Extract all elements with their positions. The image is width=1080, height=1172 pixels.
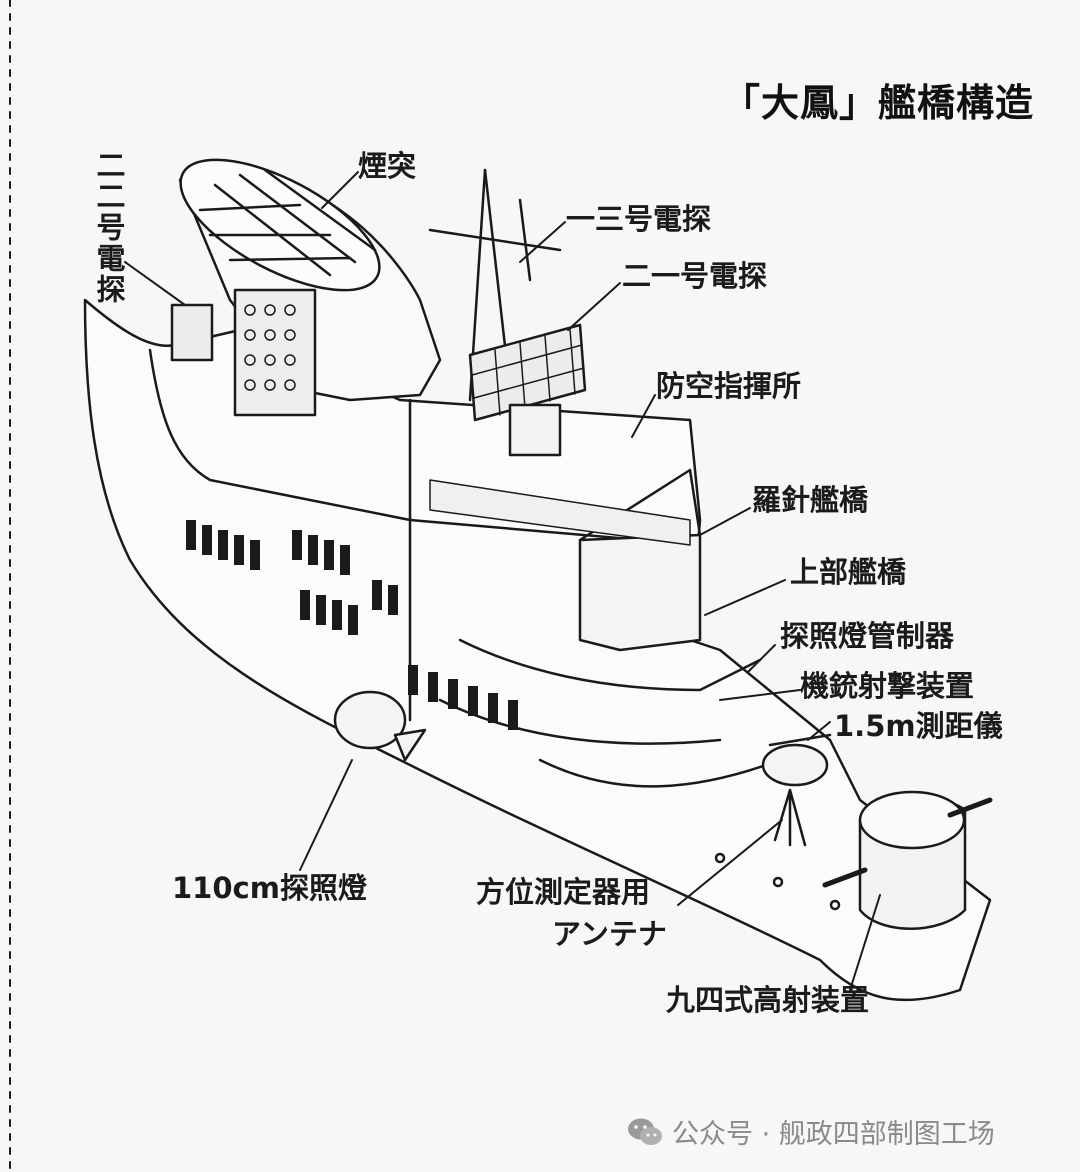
label-aa-command: 防空指揮所 [656, 369, 802, 403]
label-upper-bridge: 上部艦橋 [790, 555, 907, 589]
aa-director-drawing [714, 790, 993, 930]
leader-lines [124, 171, 881, 991]
label-radar13: 一三号電探 [566, 202, 712, 236]
watermark: 公众号 · 舰政四部制图工场 [626, 1112, 995, 1151]
label-mg-director: 機銃射撃装置 [800, 669, 975, 703]
label-funnel: 煙突 [358, 149, 417, 183]
label-df-antenna-line1: 方位測定器用 [476, 875, 651, 909]
radar21-drawing [468, 323, 587, 457]
bridge-windows [429, 479, 691, 546]
label-radar22: 二二号電探 [92, 150, 126, 305]
label-searchlight: 110cm探照燈 [172, 871, 367, 905]
label-searchlight-control: 探照燈管制器 [780, 619, 955, 653]
rangefinder-drawing [761, 733, 832, 847]
watermark-text: 公众号 · 舰政四部制图工场 [672, 1119, 995, 1150]
diagram-title: 「大鳳」艦橋構造 [722, 81, 1035, 125]
funnel-drawing [178, 158, 442, 417]
searchlight-drawing [333, 690, 427, 762]
label-compass-bridge: 羅針艦橋 [752, 483, 869, 517]
hull-scuttles [186, 520, 518, 730]
label-df-antenna-line2: アンテナ [552, 917, 667, 951]
label-radar21: 二一号電探 [622, 259, 768, 293]
island-hull [83, 298, 992, 1002]
radar22-drawing [170, 303, 214, 362]
wechat-icon [628, 1118, 662, 1145]
label-aa-director: 九四式高射装置 [666, 983, 870, 1017]
label-rangefinder: 1.5m測距儀 [834, 709, 1003, 743]
